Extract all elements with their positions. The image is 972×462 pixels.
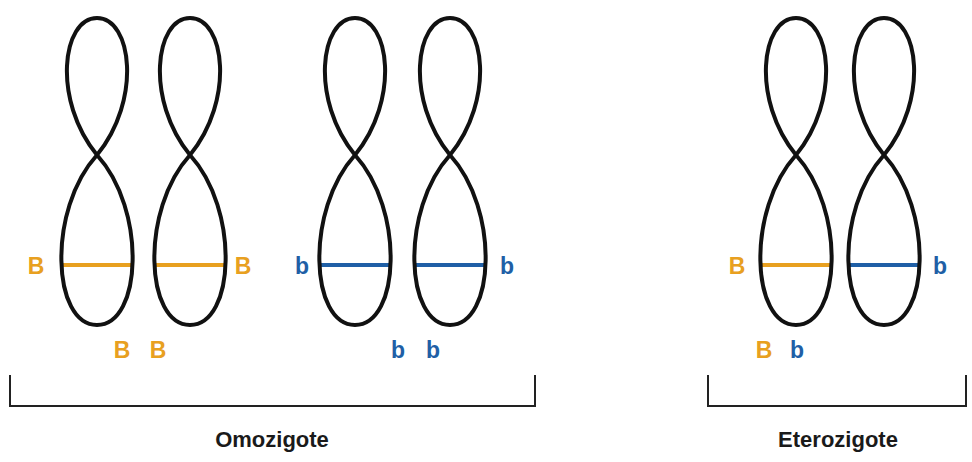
genotype-label: Omozigote: [215, 429, 329, 451]
allele-band: [320, 263, 390, 267]
allele-label: B: [729, 255, 746, 278]
allele-label: b: [391, 339, 405, 362]
allele-band: [62, 263, 132, 267]
allele-label: B: [756, 339, 773, 362]
chromosome: [760, 18, 831, 325]
allele-label: B: [28, 255, 45, 278]
allele-label: b: [426, 339, 440, 362]
allele-band: [761, 263, 831, 267]
chromosome-outline: [414, 18, 485, 325]
allele-label: b: [933, 255, 947, 278]
allele-label: b: [790, 339, 804, 362]
allele-band: [849, 263, 919, 267]
chromosome: [414, 18, 485, 325]
allele-label: b: [500, 255, 514, 278]
allele-band: [415, 263, 485, 267]
allele-label: B: [114, 339, 131, 362]
chromosome-outline: [61, 18, 132, 325]
allele-label: B: [150, 339, 167, 362]
chromosome-outline: [154, 18, 225, 325]
chromosome: [319, 18, 390, 325]
group-bracket: [708, 375, 966, 406]
group-bracket: [10, 375, 535, 406]
genotype-label: Eterozigote: [778, 429, 898, 451]
chromosome: [154, 18, 225, 325]
chromosome: [61, 18, 132, 325]
allele-label: b: [295, 255, 309, 278]
chromosome-outline: [760, 18, 831, 325]
chromosome-outline: [848, 18, 919, 325]
allele-label: B: [235, 255, 252, 278]
chromosome-outline: [319, 18, 390, 325]
chromosome: [848, 18, 919, 325]
allele-band: [155, 263, 225, 267]
